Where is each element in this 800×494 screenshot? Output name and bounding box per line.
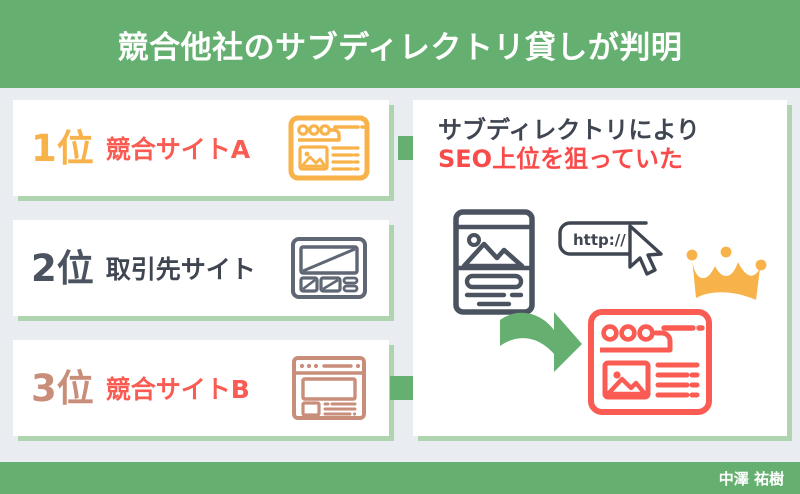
- gray-webpage-icon: [452, 208, 536, 320]
- rank-card-1: 1位 競合サイトA: [13, 100, 389, 196]
- curved-green-arrow: [498, 300, 584, 382]
- rank-card-3: 3位 競合サイトB: [13, 340, 389, 436]
- mouse-cursor-icon: [624, 222, 670, 284]
- site-name-3: 競合サイトB: [105, 375, 250, 404]
- page-title: 競合他社のサブディレクトリ貸しが判明: [117, 29, 683, 66]
- wireframe-layout-icon: [283, 231, 375, 305]
- rank-row: 3位 競合サイトB: [13, 340, 389, 436]
- browser-window-icon: [283, 111, 375, 185]
- url-text: http://: [573, 231, 626, 249]
- explanation-line-2: SEO上位を狙っていた: [438, 145, 683, 174]
- crown-icon: [682, 246, 770, 312]
- site-name-2: 取引先サイト: [105, 255, 256, 284]
- site-name-1: 競合サイトA: [105, 135, 251, 164]
- header-bar: 競合他社のサブディレクトリ貸しが判明: [0, 0, 800, 88]
- webpage-layout-icon: [283, 351, 375, 425]
- url-bar: http://: [556, 218, 652, 268]
- red-browser-window-icon: [586, 307, 714, 421]
- rank-card-2: 2位 取引先サイト: [13, 220, 389, 316]
- rank-number-3: 3位: [31, 366, 94, 410]
- rank-row: 2位 取引先サイト: [13, 220, 389, 316]
- explanation-line-1: サブディレクトリにより: [438, 116, 700, 144]
- footer-bar: 中澤 祐樹: [0, 462, 800, 494]
- explanation-headline: サブディレクトリにより SEO上位を狙っていた: [438, 116, 768, 175]
- rank-number-2: 2位: [31, 246, 94, 290]
- author-credit: 中澤 祐樹: [718, 469, 784, 488]
- rank-number-1: 1位: [31, 126, 94, 170]
- rank-row: 1位 競合サイトA: [13, 100, 389, 196]
